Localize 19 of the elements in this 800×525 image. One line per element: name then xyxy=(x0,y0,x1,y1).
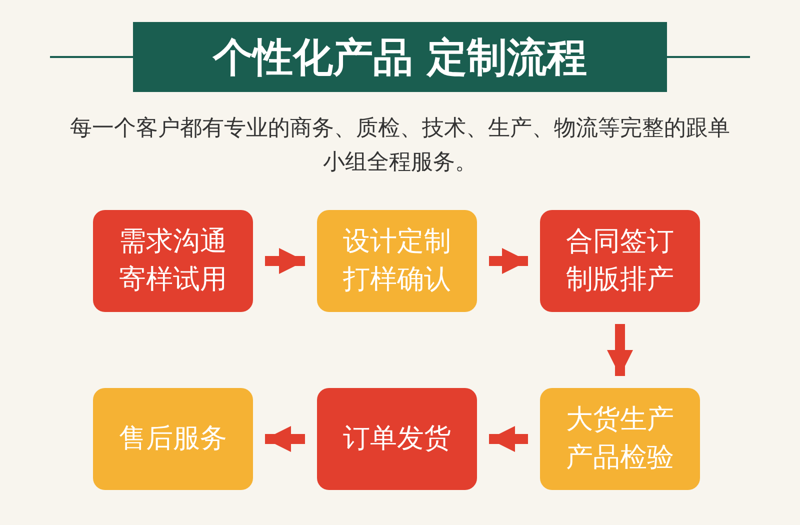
step-label: 需求沟通寄样试用 xyxy=(118,225,228,297)
step-label: 设计定制打样确认 xyxy=(342,225,452,297)
step-label: 订单发货 xyxy=(342,422,452,456)
subtitle: 每一个客户都有专业的商务、质检、技术、生产、物流等完整的跟单小组全程服务。 xyxy=(69,115,731,177)
title-banner: 个性化产品 定制流程 xyxy=(133,22,667,92)
arrow xyxy=(607,324,633,376)
step-label: 大货生产产品检验 xyxy=(565,403,675,475)
process-box xyxy=(317,388,477,490)
process-box xyxy=(540,388,700,490)
process-box xyxy=(540,210,700,312)
arrow xyxy=(489,248,528,274)
step-label: 售后服务 xyxy=(118,422,228,456)
process-box xyxy=(93,210,253,312)
arrow xyxy=(489,426,528,452)
arrow xyxy=(265,426,305,452)
arrow xyxy=(265,248,305,274)
process-box xyxy=(317,210,477,312)
process-box xyxy=(93,388,253,490)
step-label: 合同签订制版排产 xyxy=(565,225,675,297)
